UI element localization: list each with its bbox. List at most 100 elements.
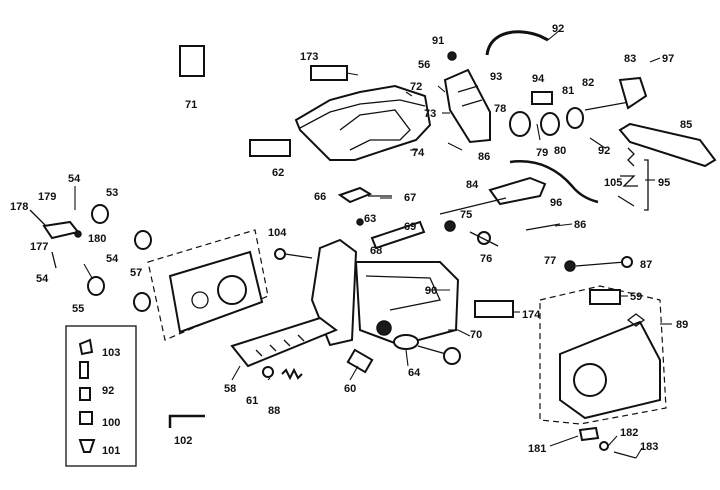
screw-183 [613, 451, 637, 459]
label-54b: 54 [36, 273, 49, 285]
lever-66 [337, 186, 373, 204]
label-76: 76 [480, 253, 492, 265]
clutch-housing [539, 285, 667, 425]
trigger-84 [488, 176, 547, 206]
label-53: 53 [106, 187, 118, 199]
label-84: 84 [466, 179, 479, 191]
rod-86 [525, 223, 561, 231]
label-60: 60 [344, 383, 356, 395]
part-labels: 71 173 72 62 74 86 56 73 91 92 93 94 78 … [10, 23, 692, 457]
engine-block [147, 229, 269, 341]
decal-71 [179, 45, 205, 77]
label-97: 97 [662, 53, 674, 65]
label-178: 178 [10, 201, 28, 213]
front-handle-58 [230, 316, 339, 368]
label-81: 81 [562, 85, 574, 97]
bolt-104 [274, 248, 286, 260]
bolt-87 [621, 256, 633, 268]
guide-bar-85 [618, 122, 717, 168]
label-100: 100 [102, 417, 120, 429]
throttle-assembly [509, 76, 648, 137]
label-56: 56 [418, 59, 430, 71]
label-61: 61 [246, 395, 258, 407]
label-182: 182 [620, 427, 638, 439]
label-86: 86 [478, 151, 490, 163]
label-70: 70 [470, 329, 482, 341]
leader-lines [74, 29, 672, 459]
label-77: 77 [544, 255, 556, 267]
decal-173 [310, 65, 348, 81]
knob-60 [346, 348, 374, 374]
label-71: 71 [185, 99, 197, 111]
label-105: 105 [604, 177, 622, 189]
label-67: 67 [404, 192, 416, 204]
label-86b: 86 [574, 219, 586, 231]
spring-set-95 [617, 147, 649, 211]
label-58: 58 [224, 383, 236, 395]
top-cover-72 [294, 84, 432, 161]
label-102: 102 [174, 435, 192, 447]
label-91: 91 [432, 35, 444, 47]
fuel-line-96 [509, 160, 599, 204]
label-93: 93 [490, 71, 502, 83]
label-69: 69 [404, 221, 416, 233]
lever-76 [469, 231, 499, 247]
washer-75 [444, 220, 456, 232]
washer-182 [599, 441, 609, 451]
label-96: 96 [550, 197, 562, 209]
label-54a: 54 [68, 173, 81, 185]
label-68: 68 [370, 245, 382, 257]
label-92: 92 [552, 23, 564, 35]
label-94: 94 [532, 73, 545, 85]
decal-62 [249, 139, 291, 157]
label-57: 57 [130, 267, 142, 279]
bushing-53 [91, 204, 109, 224]
label-74: 74 [412, 147, 425, 159]
label-179: 179 [38, 191, 56, 203]
hex-key-102 [168, 414, 205, 428]
bushing-57 [134, 230, 152, 250]
label-89: 89 [676, 319, 688, 331]
label-101: 101 [102, 445, 120, 457]
label-62: 62 [272, 167, 284, 179]
label-55: 55 [72, 303, 84, 315]
label-66: 66 [314, 191, 326, 203]
label-103: 103 [102, 347, 120, 359]
decal-174 [474, 300, 514, 318]
label-177: 177 [30, 241, 48, 253]
screw-91 [447, 51, 457, 61]
bracket-69 [370, 220, 426, 250]
label-79: 79 [536, 147, 548, 159]
label-73: 73 [424, 108, 436, 120]
label-88: 88 [268, 405, 280, 417]
label-54c: 54 [106, 253, 119, 265]
clip-181 [578, 426, 600, 442]
label-92b: 92 [598, 145, 610, 157]
bushing-57b [133, 292, 151, 312]
label-92c: 92 [102, 385, 114, 397]
label-63: 63 [364, 213, 376, 225]
label-87: 87 [640, 259, 652, 271]
handle-bracket-73 [443, 68, 491, 144]
label-90: 90 [425, 285, 437, 297]
label-95: 95 [658, 177, 670, 189]
label-78: 78 [494, 103, 506, 115]
label-59: 59 [630, 291, 642, 303]
hardware-kit [65, 325, 137, 467]
spring-88 [281, 367, 303, 381]
washer-61 [262, 366, 274, 378]
label-72: 72 [410, 81, 422, 93]
nut-63 [356, 218, 364, 226]
label-82: 82 [582, 77, 594, 89]
label-83: 83 [624, 53, 636, 65]
nut-77 [564, 260, 576, 272]
label-75: 75 [460, 209, 472, 221]
label-180: 180 [88, 233, 106, 245]
label-181: 181 [528, 443, 546, 455]
label-173: 173 [300, 51, 318, 63]
cable-92 [485, 30, 549, 56]
bracket-assembly [29, 209, 82, 269]
label-64: 64 [408, 367, 421, 379]
label-104: 104 [268, 227, 287, 239]
